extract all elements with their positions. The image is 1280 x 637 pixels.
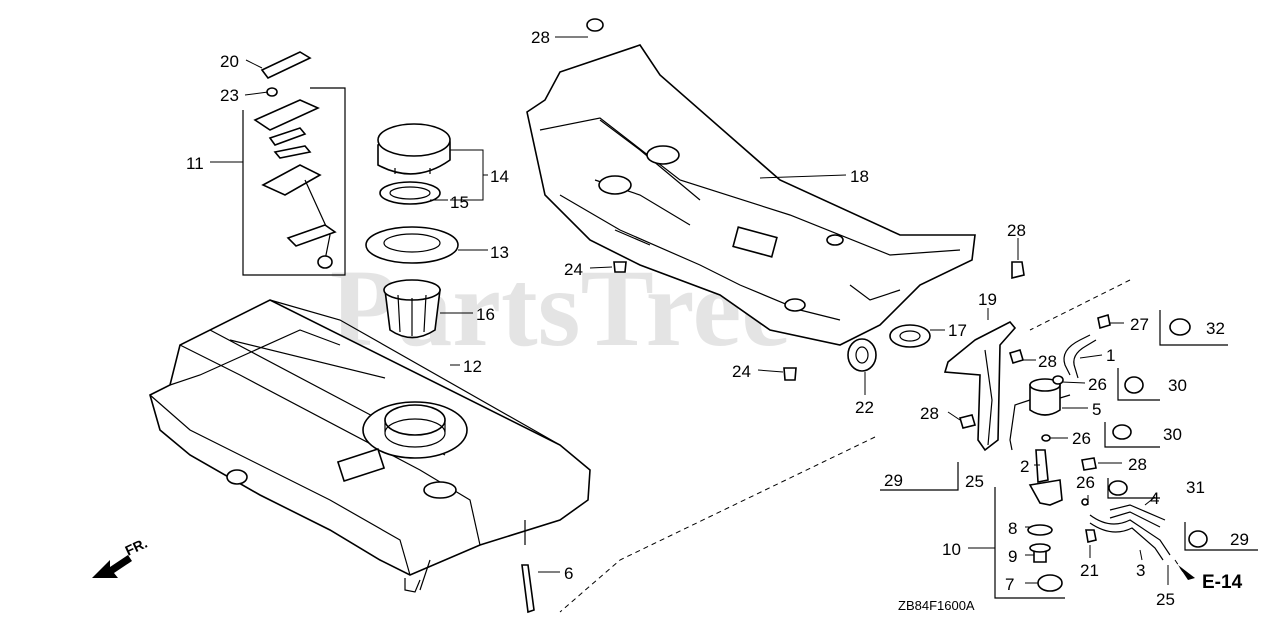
callout-23[interactable]: 23 (220, 86, 239, 105)
hose-clip[interactable] (1097, 313, 1111, 330)
callout-28[interactable]: 28 (920, 404, 939, 423)
callout-5[interactable]: 5 (1092, 400, 1101, 419)
callout-10[interactable]: 10 (942, 540, 961, 559)
callout-3[interactable]: 3 (1136, 561, 1145, 580)
leader-lines (210, 36, 1169, 585)
callout-28[interactable]: 28 (1128, 455, 1147, 474)
callout-30[interactable]: 30 (1163, 425, 1182, 444)
bolt[interactable] (1081, 457, 1097, 471)
callout-24[interactable]: 24 (732, 362, 751, 381)
callout-18[interactable]: 18 (850, 167, 869, 186)
callout-27[interactable]: 27 (1130, 315, 1149, 334)
bolt[interactable] (958, 414, 977, 429)
bolt[interactable] (1011, 261, 1025, 280)
fuel-gauge-assembly[interactable] (242, 51, 346, 276)
callout-30[interactable]: 30 (1168, 376, 1187, 395)
cap-gasket[interactable] (379, 181, 441, 205)
reference-link-label[interactable]: E-14 (1202, 572, 1243, 593)
bolt[interactable] (1009, 349, 1024, 364)
callout-22[interactable]: 22 (855, 398, 874, 417)
front-direction-arrow: FR. (92, 535, 150, 578)
clamp[interactable] (1108, 480, 1128, 496)
fuel-tube[interactable] (1089, 504, 1171, 561)
fuel-tank-joint[interactable] (521, 564, 535, 614)
callout-31[interactable]: 31 (1186, 478, 1205, 497)
callout-4[interactable]: 4 (1150, 489, 1159, 508)
filler-neck-ring[interactable] (365, 226, 459, 264)
grommet[interactable] (889, 324, 931, 348)
callout-11[interactable]: 11 (186, 154, 204, 173)
callout-16[interactable]: 16 (476, 305, 495, 324)
rubber-mount[interactable] (783, 367, 797, 381)
callout-29[interactable]: 29 (884, 471, 903, 490)
callout-29[interactable]: 29 (1230, 530, 1249, 549)
hose-clip[interactable] (1081, 498, 1089, 506)
callout-26[interactable]: 26 (1072, 429, 1091, 448)
callout-24[interactable]: 24 (564, 260, 583, 279)
fuel-filter[interactable] (1009, 378, 1071, 451)
callout-26[interactable]: 26 (1076, 473, 1095, 492)
callout-13[interactable]: 13 (490, 243, 509, 262)
callout-21[interactable]: 21 (1080, 561, 1099, 580)
fuel-hose[interactable] (1063, 334, 1097, 379)
callout-28[interactable]: 28 (1007, 221, 1026, 240)
fuel-tank[interactable] (149, 299, 591, 593)
callout-14[interactable]: 14 (490, 167, 509, 186)
callout-17[interactable]: 17 (948, 321, 967, 340)
callout-9[interactable]: 9 (1008, 547, 1017, 566)
clamp[interactable] (1169, 318, 1191, 336)
callout-6[interactable]: 6 (564, 564, 573, 583)
band-clamp[interactable] (847, 338, 877, 372)
reference-link-e14[interactable]: E-14 (1178, 565, 1243, 593)
callout-25[interactable]: 25 (965, 472, 984, 491)
hose-clip[interactable] (1052, 375, 1064, 385)
fuel-filler-cap[interactable] (377, 123, 451, 175)
callout-1[interactable]: 1 (1106, 346, 1115, 365)
diagram-code: ZB84F1600A (898, 598, 975, 613)
callout-26[interactable]: 26 (1088, 375, 1107, 394)
callout-12[interactable]: 12 (463, 357, 482, 376)
callout-19[interactable]: 19 (978, 290, 997, 309)
callout-numbers: 20 23 11 14 15 13 16 12 6 28 18 28 24 24… (186, 28, 1249, 609)
fuel-cock-bracket[interactable] (943, 320, 1017, 452)
callout-25[interactable]: 25 (1156, 590, 1175, 609)
clamp[interactable] (1124, 376, 1144, 394)
front-marker-label: FR. (123, 535, 150, 559)
callout-32[interactable]: 32 (1206, 319, 1225, 338)
fuel-cock[interactable] (1027, 449, 1063, 592)
callout-28[interactable]: 28 (531, 28, 550, 47)
callout-15[interactable]: 15 (450, 193, 469, 212)
tank-guard[interactable] (526, 18, 976, 346)
fuel-strainer[interactable] (383, 279, 441, 339)
clamp[interactable] (1112, 424, 1132, 440)
callout-7[interactable]: 7 (1005, 575, 1014, 594)
hose-clip[interactable] (1041, 434, 1051, 442)
rubber-mount[interactable] (613, 261, 627, 273)
callout-8[interactable]: 8 (1008, 519, 1017, 538)
callout-2[interactable]: 2 (1020, 457, 1029, 476)
callout-20[interactable]: 20 (220, 52, 239, 71)
callout-28[interactable]: 28 (1038, 352, 1057, 371)
clamp[interactable] (226, 469, 248, 485)
screw[interactable] (1085, 529, 1097, 543)
clamp[interactable] (1188, 530, 1208, 548)
